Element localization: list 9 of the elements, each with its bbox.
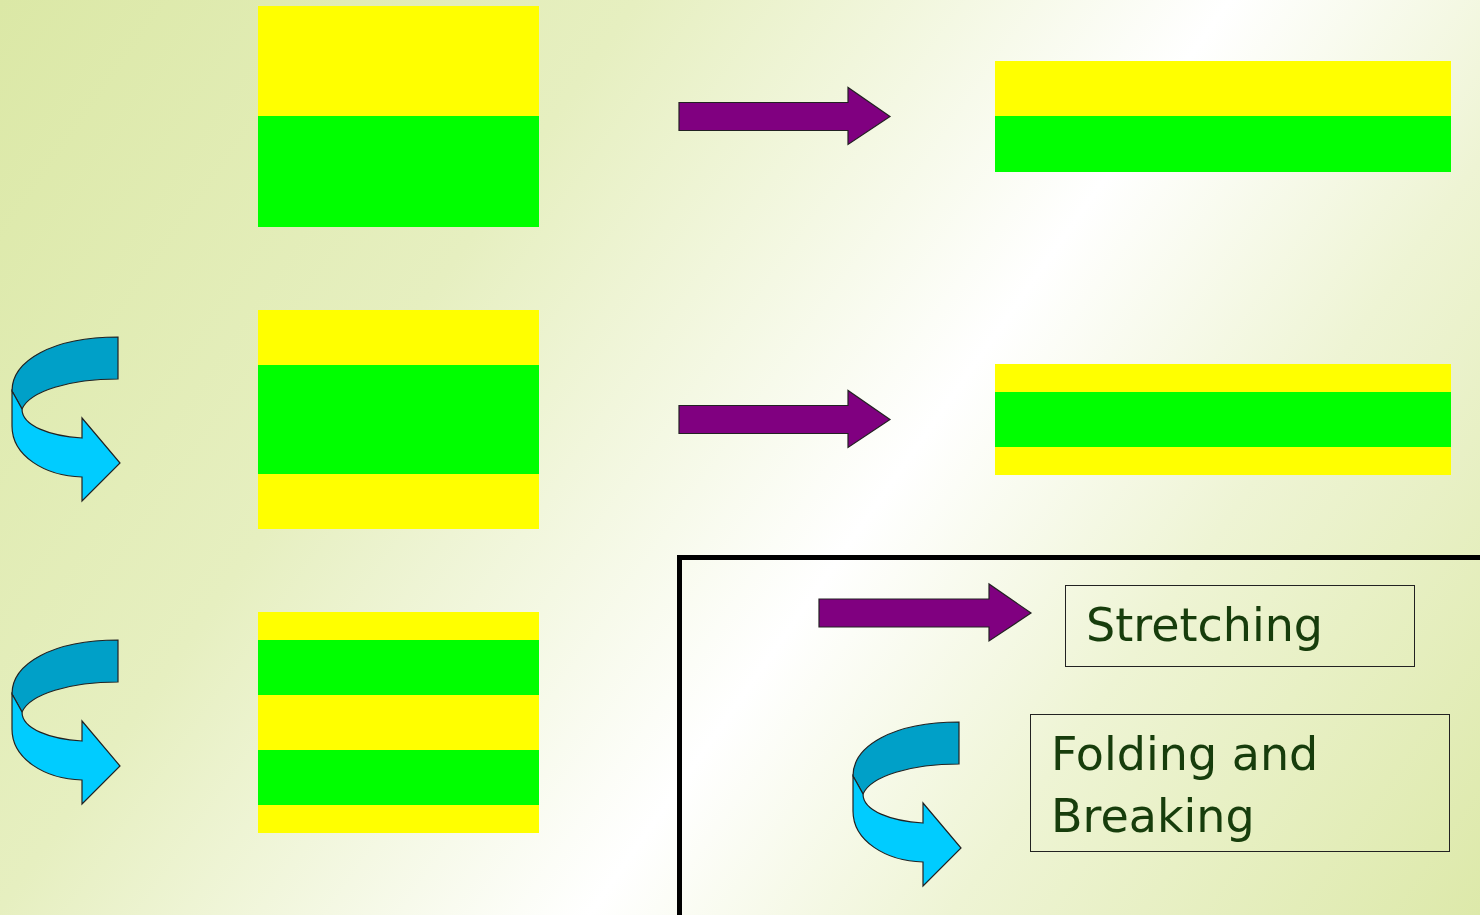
arrow bbox=[678, 389, 892, 449]
legend-label: Folding and Breaking bbox=[1030, 714, 1450, 852]
striped-block bbox=[258, 6, 539, 227]
striped-block bbox=[995, 61, 1451, 172]
striped-block bbox=[995, 364, 1451, 475]
striped-block bbox=[258, 310, 539, 529]
striped-block bbox=[258, 612, 539, 833]
arrow bbox=[678, 86, 892, 146]
legend-label: Stretching bbox=[1065, 585, 1415, 667]
